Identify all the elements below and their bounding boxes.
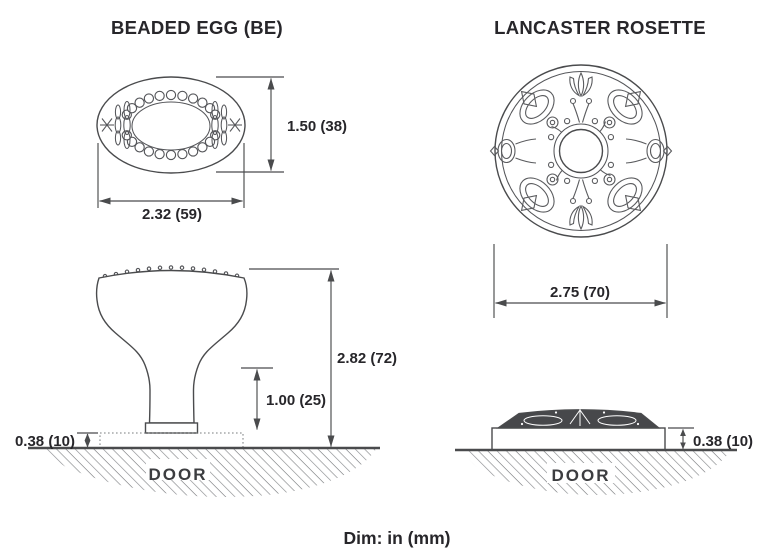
door-label-backdrop xyxy=(146,459,210,480)
dim-label-knob-height: 1.00 (25) xyxy=(266,392,326,409)
dimension-rose-thickness: 0.38 (10) xyxy=(15,432,98,450)
dimension-knob-height: 1.00 (25) xyxy=(241,367,326,430)
lancaster-rosette-side-view: DOOR 0.38 (10) xyxy=(455,409,753,496)
rosette-scrollwork xyxy=(489,72,673,230)
dim-label-egg-width: 2.32 (59) xyxy=(142,206,202,223)
dimension-rosette-thickness: 0.38 (10) xyxy=(668,427,753,450)
dim-label-rosette-diameter: 2.75 (70) xyxy=(550,284,610,301)
door-label: DOOR xyxy=(149,465,208,484)
rosette-base xyxy=(491,427,666,451)
units-note: Dim: in (mm) xyxy=(344,528,451,548)
rosette-cap-detail xyxy=(520,409,640,426)
beaded-egg-side-view: DOOR 2.82 (72) 1.00 (25) 0.38 (10) xyxy=(15,265,397,497)
dimension-top-view-height: 1.50 (38) xyxy=(216,76,347,173)
beaded-egg-top-view: 1.50 (38) 2.32 (59) xyxy=(96,76,347,223)
door-label: DOOR xyxy=(552,466,611,485)
figure-title-lancaster-rosette: LANCASTER ROSETTE xyxy=(494,17,706,38)
knob-outline xyxy=(95,269,248,424)
dimension-rosette-diameter: 2.75 (70) xyxy=(493,244,668,318)
figure-title-beaded-egg: BEADED EGG (BE) xyxy=(111,17,283,38)
rosette-ornate-cap xyxy=(496,409,661,429)
dim-label-egg-height: 1.50 (38) xyxy=(287,118,347,135)
hidden-rose-outline xyxy=(99,432,244,449)
dimension-overall-height: 2.82 (72) xyxy=(249,268,397,447)
dim-label-rosette-thickness: 0.38 (10) xyxy=(693,433,753,450)
lancaster-rosette-top-view: 2.75 (70) xyxy=(489,64,673,318)
dimension-top-view-width: 2.32 (59) xyxy=(97,143,245,223)
dim-label-overall-height: 2.82 (72) xyxy=(337,350,397,367)
knob-shank-flange xyxy=(144,422,199,434)
door-label-backdrop xyxy=(547,463,615,483)
dim-label-rose-thickness: 0.38 (10) xyxy=(15,433,75,450)
